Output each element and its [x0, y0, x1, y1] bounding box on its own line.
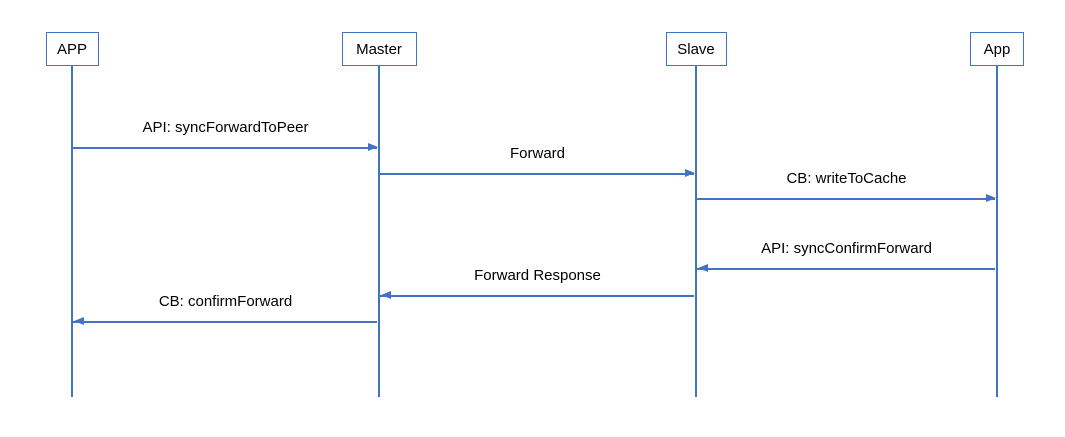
message-arrow-line — [72, 147, 377, 149]
message-arrow-line — [379, 173, 694, 175]
actor-box-master: Master — [341, 32, 417, 66]
actor-label-app-right: App — [983, 40, 1011, 58]
actor-box-app-right: App — [970, 32, 1024, 66]
message-arrow-line — [379, 295, 694, 297]
actor-label-app-left: APP — [56, 40, 87, 58]
message-label: CB: writeToCache — [786, 170, 907, 187]
arrowhead-icon — [367, 143, 378, 152]
message-arrow-line — [696, 198, 995, 200]
lifeline-app-right — [996, 66, 998, 397]
message-label: API: syncForwardToPeer — [142, 119, 309, 136]
message-arrow-line — [72, 321, 377, 323]
actor-label-master: Master — [356, 40, 402, 58]
lifeline-app-left — [71, 66, 73, 397]
arrowhead-icon — [73, 317, 84, 326]
message-label: API: syncConfirmForward — [761, 240, 932, 257]
actor-box-app-left: APP — [45, 32, 99, 66]
arrowhead-icon — [697, 264, 708, 273]
arrowhead-icon — [684, 169, 695, 178]
actor-box-slave: Slave — [665, 32, 727, 66]
lifeline-master — [378, 66, 380, 397]
actor-label-slave: Slave — [677, 40, 715, 58]
message-label: CB: confirmForward — [158, 293, 293, 310]
message-label: Forward Response — [474, 267, 601, 284]
message-label: Forward — [509, 145, 566, 162]
arrowhead-icon — [380, 291, 391, 300]
arrowhead-icon — [985, 194, 996, 203]
message-arrow-line — [696, 268, 995, 270]
lifeline-slave — [695, 66, 697, 397]
